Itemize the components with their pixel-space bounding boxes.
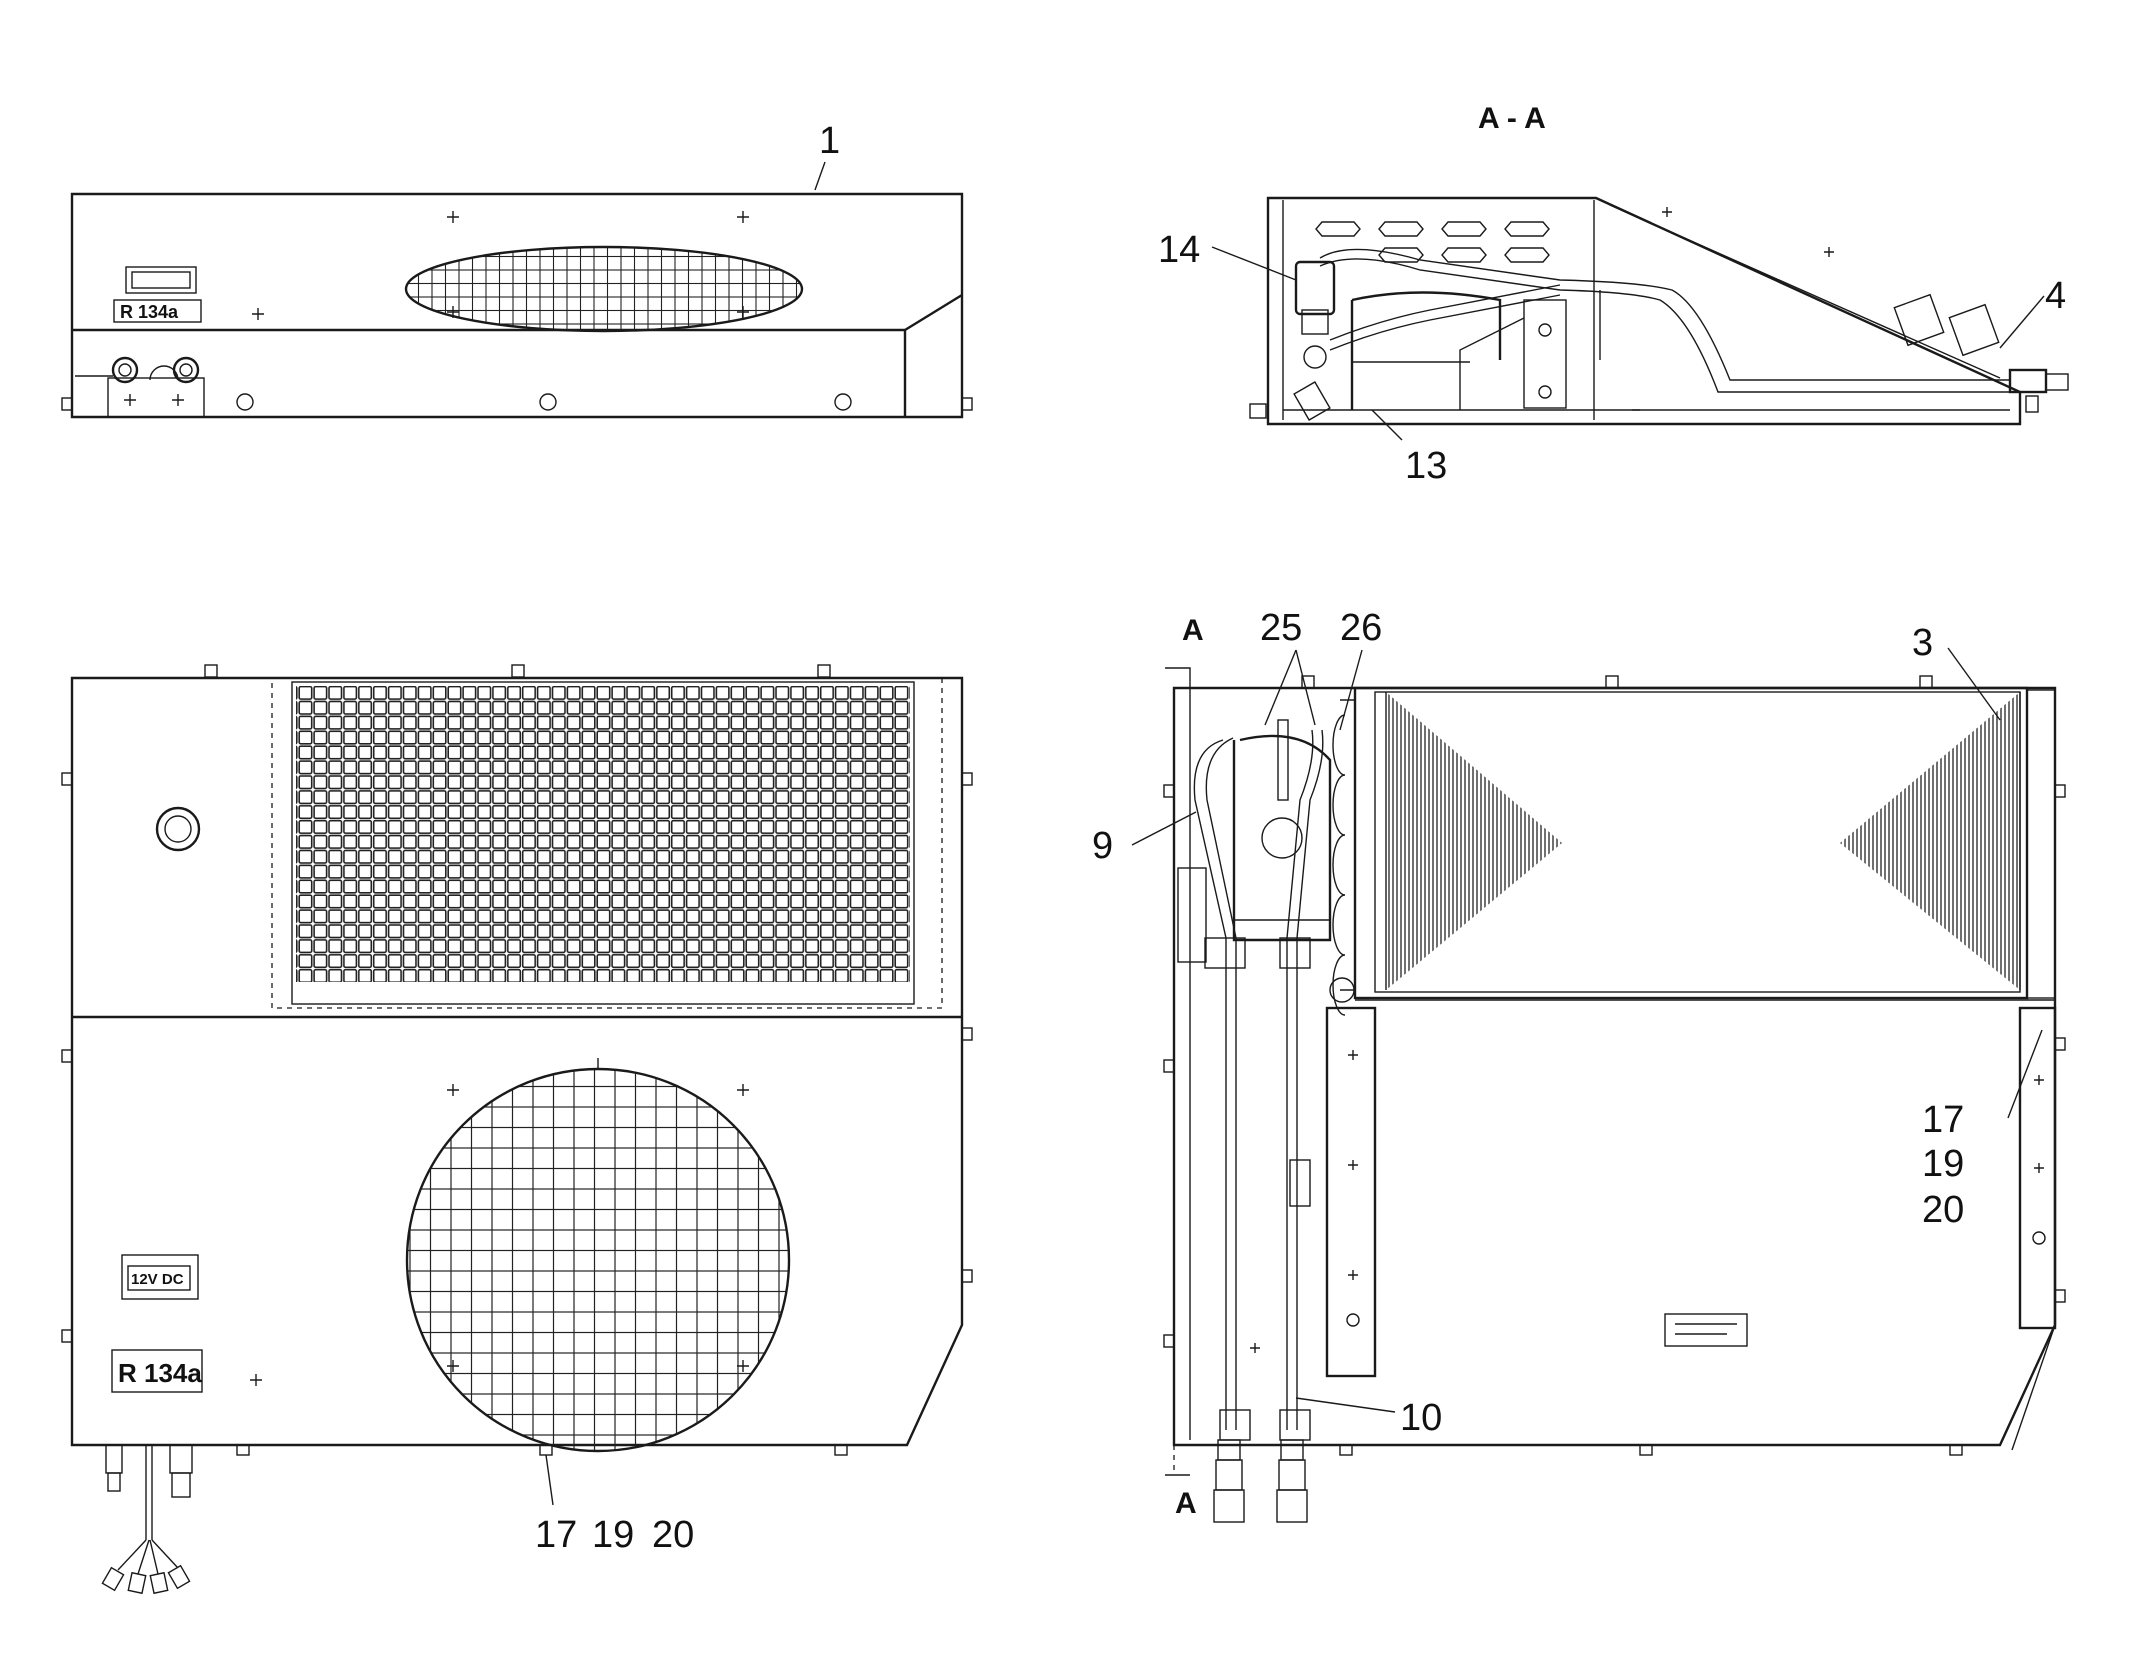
plate-refrigerant: R 134a: [118, 1358, 202, 1388]
callout-17-rear: 17: [1922, 1099, 1964, 1141]
callout-19-front: 19: [592, 1514, 634, 1556]
callout-4: 4: [2045, 275, 2066, 317]
section-mark-top: A: [1182, 614, 1204, 647]
callout-13: 13: [1405, 445, 1447, 487]
callout-14: 14: [1158, 229, 1200, 271]
front-view: 12V DC R 134a: [61, 664, 973, 1595]
callout-10: 10: [1400, 1397, 1442, 1439]
callout-25: 25: [1260, 607, 1302, 649]
plate-refrigerant-small: R 134a: [120, 302, 179, 322]
rear-view: [1131, 647, 2066, 1523]
plate-voltage: 12V DC: [131, 1271, 184, 1288]
top-view: R 134a: [61, 161, 973, 419]
callout-20-rear: 20: [1922, 1189, 1964, 1231]
section-view: [1211, 196, 2069, 441]
callout-1: 1: [819, 120, 840, 162]
section-title: A - A: [1478, 102, 1546, 135]
callout-20-front: 20: [652, 1514, 694, 1556]
callout-3: 3: [1912, 622, 1933, 664]
callout-9: 9: [1092, 825, 1113, 867]
section-mark-bottom: A: [1175, 1487, 1197, 1520]
callout-17-front: 17: [535, 1514, 577, 1556]
callout-26: 26: [1340, 607, 1382, 649]
callout-19-rear: 19: [1922, 1143, 1964, 1185]
